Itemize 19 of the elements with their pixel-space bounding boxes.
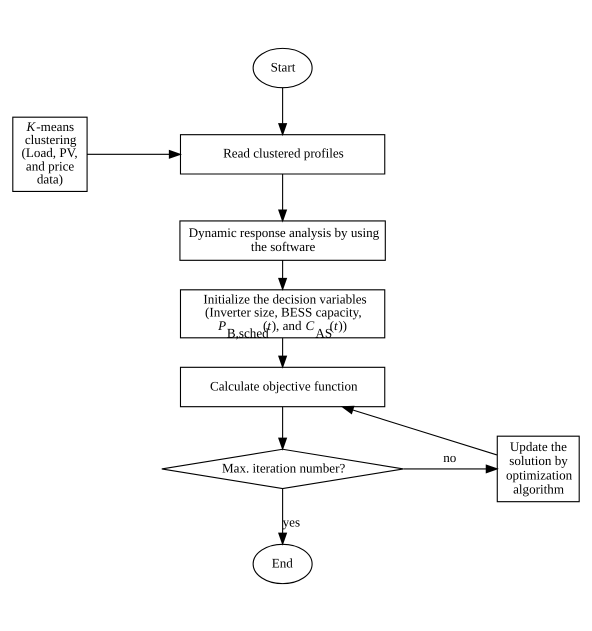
arrow bbox=[278, 260, 288, 291]
arrow bbox=[278, 406, 288, 450]
arrow bbox=[87, 149, 182, 158]
node-box: Calculate objective function bbox=[180, 366, 386, 407]
edge-label: no bbox=[443, 449, 456, 464]
node-box: Dynamic response analysis by using the software bbox=[179, 220, 386, 260]
arrow bbox=[278, 174, 288, 222]
arrow bbox=[340, 405, 498, 455]
arrow bbox=[278, 338, 288, 368]
node-ellipse: Start bbox=[252, 47, 313, 88]
node-box: Read clustered profiles bbox=[180, 134, 386, 174]
node-diamond: Max. iteration number? bbox=[161, 448, 404, 489]
arrow bbox=[278, 87, 288, 136]
node-box: K-means clustering (Load, PV, and price data) bbox=[12, 116, 88, 192]
edge-label: yes bbox=[282, 514, 300, 529]
node-box: Update the solution by optimization algorithm bbox=[496, 435, 580, 502]
arrow bbox=[404, 464, 499, 474]
arrow bbox=[278, 488, 288, 546]
node-ellipse: End bbox=[252, 543, 313, 584]
